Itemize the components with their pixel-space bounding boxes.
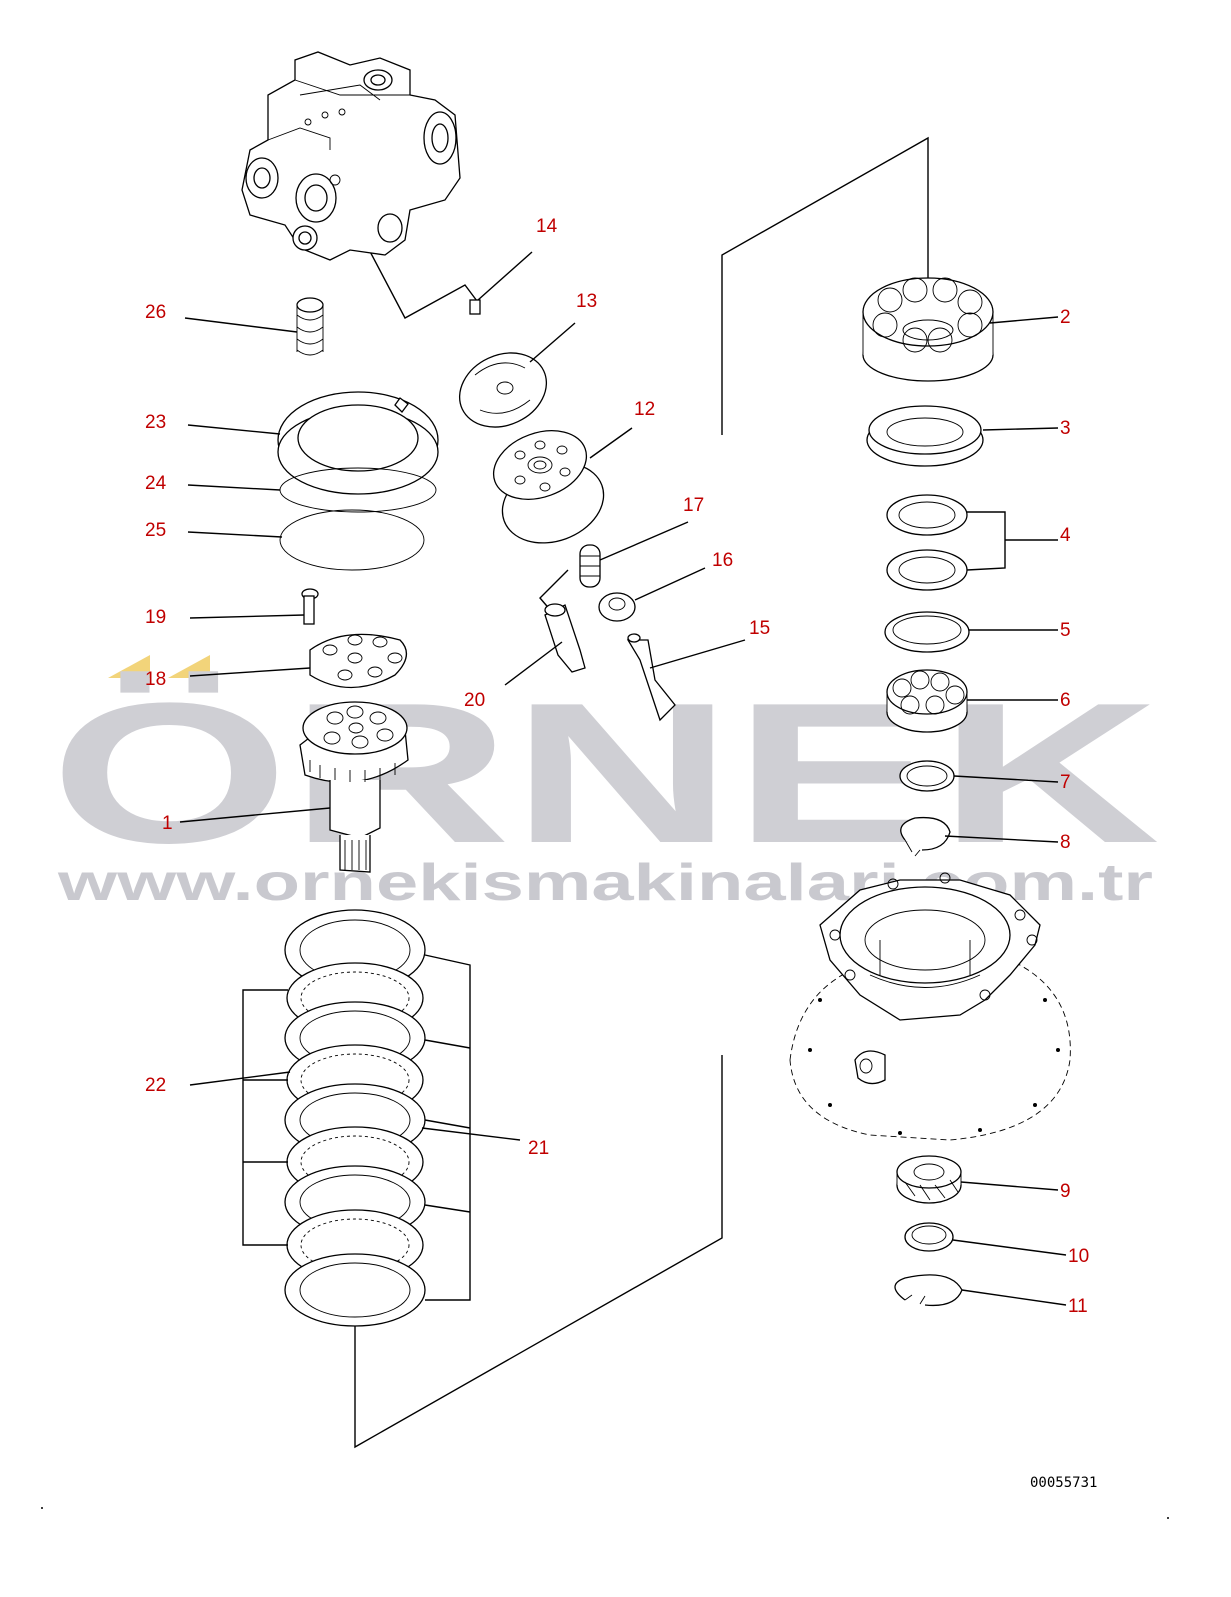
part-1-shaft-cylinder bbox=[299, 701, 409, 873]
callout-12: 12 bbox=[634, 399, 655, 420]
valve-body bbox=[241, 51, 461, 261]
part-18-retainer-plate bbox=[309, 633, 407, 689]
callout-19: 19 bbox=[145, 607, 166, 628]
part-9-nut bbox=[896, 1155, 962, 1204]
parts-21-22-clutch-plates bbox=[242, 909, 471, 1327]
watermark-brand: ÖRNEK bbox=[50, 662, 1160, 885]
part-7-washer bbox=[899, 760, 955, 792]
drawing-number: 00055731 bbox=[1030, 1475, 1097, 1491]
callout-14: 14 bbox=[536, 216, 558, 237]
part-17-spring bbox=[579, 544, 601, 588]
callout-1: 1 bbox=[162, 813, 173, 834]
callout-labels: 2 3 4 5 6 7 8 9 10 11 12 13 14 15 16 17 … bbox=[145, 216, 1089, 1317]
bracket-21 bbox=[424, 954, 471, 1301]
callout-23: 23 bbox=[145, 412, 166, 433]
callout-3: 3 bbox=[1060, 418, 1071, 439]
callout-11: 11 bbox=[1068, 1296, 1088, 1317]
part-25-o-ring bbox=[279, 509, 425, 571]
bracket-22 bbox=[242, 989, 288, 1246]
part-3-bearing-race bbox=[866, 405, 984, 467]
brake-plate-stack bbox=[284, 909, 426, 1327]
callout-22: 22 bbox=[145, 1075, 166, 1096]
callout-25: 25 bbox=[145, 520, 166, 541]
part-13-valve-plate bbox=[458, 352, 548, 428]
callout-15: 15 bbox=[749, 618, 770, 639]
part-2-roller-bearing bbox=[862, 277, 994, 382]
callout-17: 17 bbox=[683, 495, 704, 516]
motor-housing bbox=[789, 872, 1071, 1141]
part-15-rod bbox=[626, 633, 676, 722]
callout-13: 13 bbox=[576, 291, 597, 312]
callout-18: 18 bbox=[145, 669, 166, 690]
part-8-circlip bbox=[900, 816, 951, 857]
callout-10: 10 bbox=[1068, 1246, 1089, 1267]
part-20-piston bbox=[544, 603, 586, 673]
part-19-bolt bbox=[301, 588, 319, 625]
callout-24: 24 bbox=[145, 473, 167, 494]
callout-16: 16 bbox=[712, 550, 733, 571]
part-6-ball-bearing bbox=[886, 669, 968, 733]
callout-2: 2 bbox=[1060, 307, 1071, 328]
part-14-pin bbox=[469, 299, 481, 315]
part-26-spring bbox=[296, 297, 324, 356]
callout-20: 20 bbox=[464, 690, 485, 711]
callout-9: 9 bbox=[1060, 1181, 1071, 1202]
callout-8: 8 bbox=[1060, 832, 1071, 853]
watermark: ÖRNEK www.ornekismakinalari.com.tr bbox=[50, 655, 1160, 912]
part-11-circlip bbox=[894, 1274, 963, 1307]
callout-26: 26 bbox=[145, 302, 166, 323]
callout-21: 21 bbox=[528, 1138, 549, 1159]
part-5-snap-ring bbox=[884, 611, 970, 653]
part-12-cylinder-block bbox=[492, 430, 605, 544]
callout-5: 5 bbox=[1060, 620, 1071, 641]
assembly-line-upper-right bbox=[721, 136, 929, 435]
part-10-washer bbox=[904, 1222, 954, 1252]
assembly-line-lower bbox=[354, 1055, 723, 1449]
callout-6: 6 bbox=[1060, 690, 1071, 711]
callout-7: 7 bbox=[1060, 772, 1071, 793]
leader-lines bbox=[179, 251, 1067, 1306]
watermark-accent-left bbox=[108, 655, 150, 678]
part-4-shims bbox=[886, 494, 968, 591]
part-23-seal-ring bbox=[277, 391, 439, 495]
part-16-collar bbox=[598, 592, 636, 622]
callout-4: 4 bbox=[1060, 525, 1071, 546]
watermark-accent-right bbox=[168, 655, 210, 678]
